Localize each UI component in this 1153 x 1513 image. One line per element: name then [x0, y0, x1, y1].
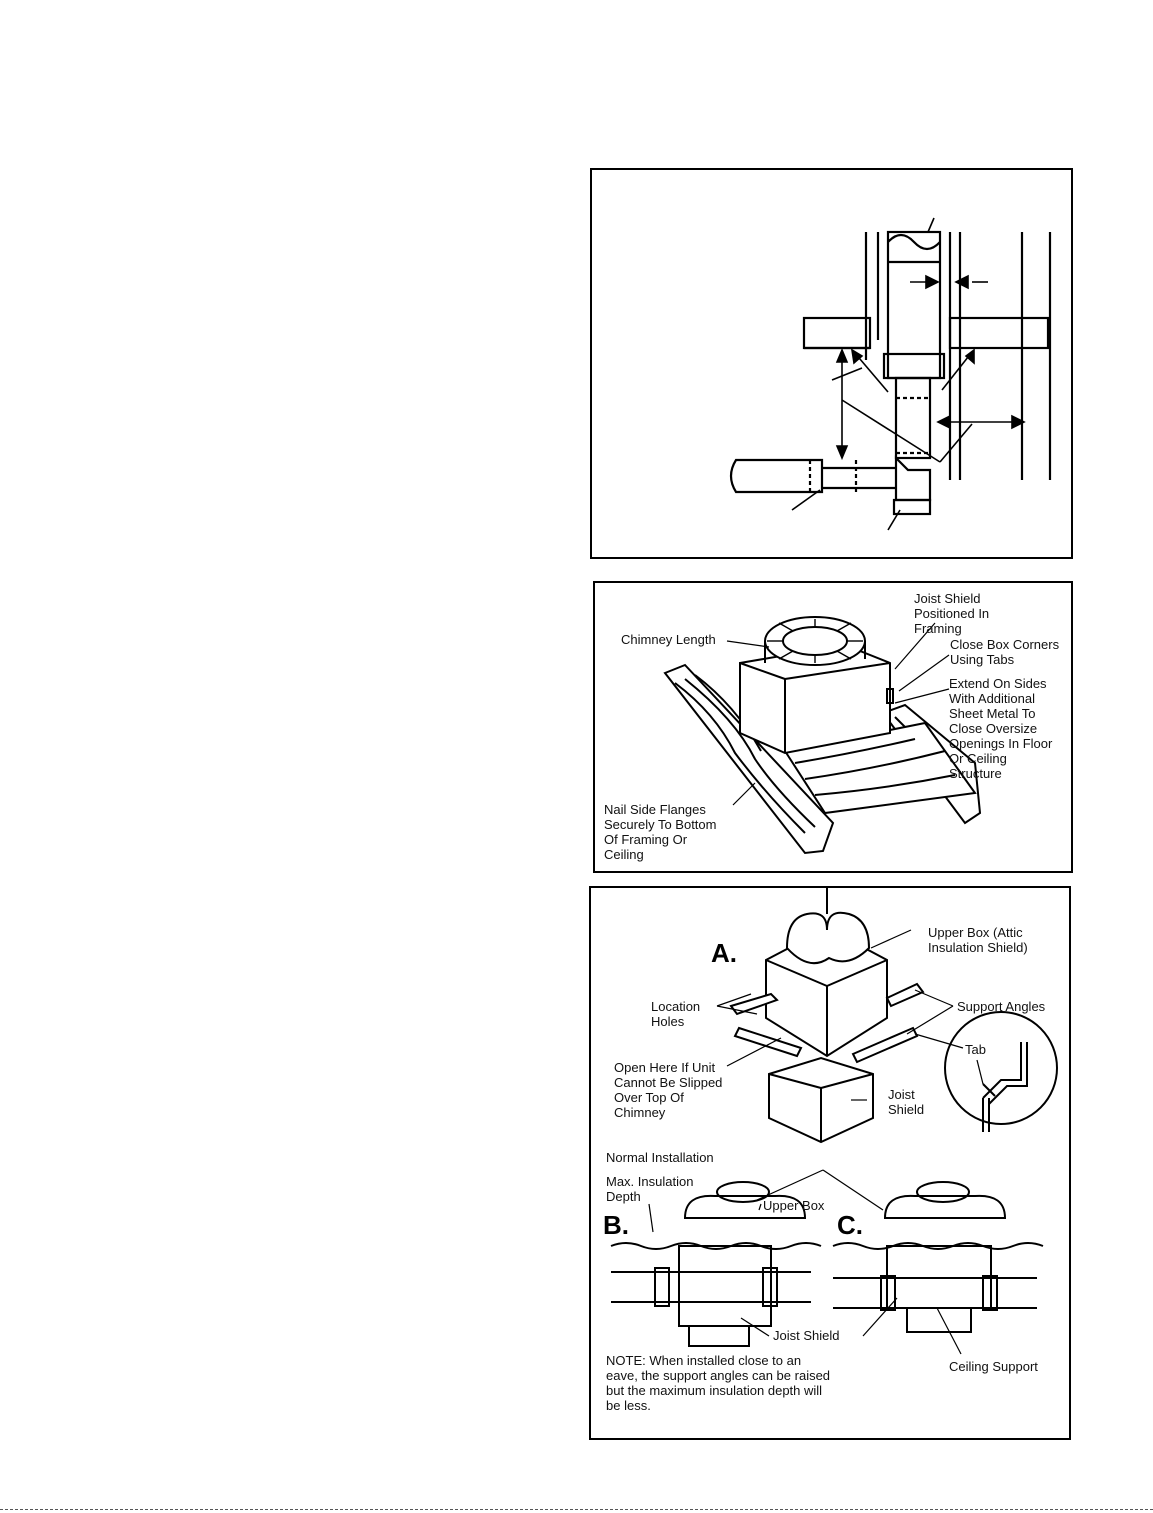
label-location-holes: Location Holes — [651, 999, 701, 1029]
label-ceiling-support: Ceiling Support — [949, 1359, 1038, 1374]
label-b: B. — [603, 1210, 629, 1240]
label-upper-box: Upper Box — [763, 1198, 825, 1213]
installation-note: NOTE: When installed close to an eave, t… — [606, 1353, 831, 1413]
label-joist-shield-positioned: Joist Shield Positioned In Framing — [914, 591, 990, 636]
panel-joist-shield: Chimney Length Joist Shield Positioned I… — [593, 581, 1073, 873]
label-max-insulation: Max. Insulation Depth — [606, 1174, 694, 1204]
label-upper-box-attic: Upper Box (Attic Insulation Shield) — [928, 925, 1028, 955]
label-normal-installation: Normal Installation — [606, 1150, 714, 1165]
chimney-offset-drawing — [729, 217, 1052, 531]
label-c: C. — [837, 1210, 863, 1240]
label-open-here: Open Here If Unit Cannot Be Slipped Over… — [614, 1060, 723, 1120]
label-joist-shield-b: Joist Shield — [773, 1328, 840, 1343]
label-chimney-length: Chimney Length — [621, 632, 716, 647]
panel-attic-shield: A. B. C. Upper Box (Attic Insulation Shi… — [589, 886, 1071, 1440]
label-joist-shield: Joist Shield — [888, 1087, 925, 1117]
label-close-box-corners: Close Box Corners Using Tabs — [950, 637, 1060, 667]
label-a: A. — [711, 938, 737, 968]
page-bottom-rule — [0, 1509, 1153, 1510]
label-support-angles: Support Angles — [957, 999, 1046, 1014]
panel-chimney-offset — [590, 168, 1073, 559]
label-extend-on-sides: Extend On Sides With Additional Sheet Me… — [949, 676, 1053, 781]
label-nail-side-flanges: Nail Side Flanges Securely To Bottom Of … — [604, 802, 717, 862]
attic-shield-drawing — [610, 888, 1058, 1355]
label-tab: Tab — [965, 1042, 986, 1057]
joist-shield-drawing — [663, 616, 982, 855]
